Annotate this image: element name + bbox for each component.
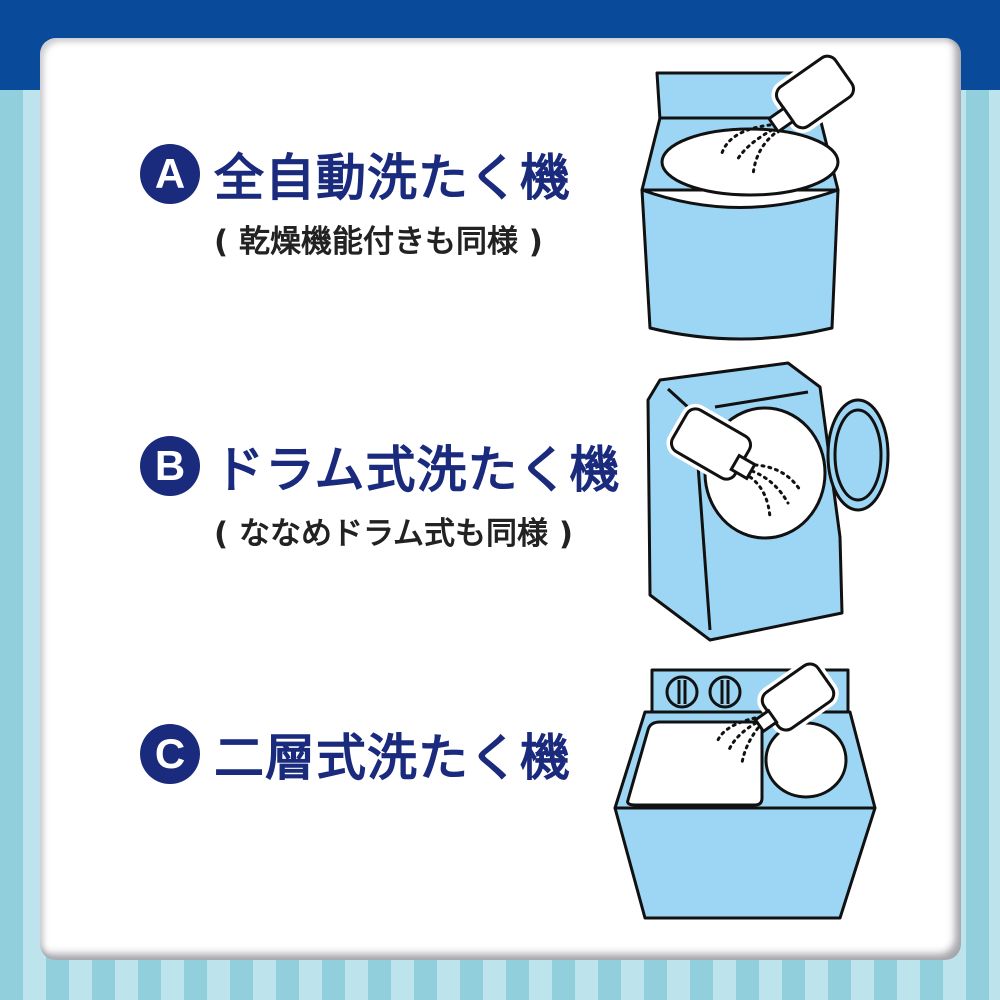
badge-a: A: [140, 144, 200, 204]
item-b: B ドラム式洗たく機 ( ななめドラム式も同様 ): [140, 430, 621, 553]
top-loading-washing-machine-icon: [640, 51, 859, 341]
drum-washing-machine-icon: [646, 361, 890, 642]
subtitle-a: ( 乾燥機能付きも同様 ): [214, 224, 543, 260]
subtitle-b: ( ななめドラム式も同様 ): [214, 516, 573, 552]
title-a: 全自動洗たく機: [214, 149, 571, 207]
badge-b: B: [140, 436, 200, 496]
item-c: C 二層式洗たく機: [140, 718, 571, 790]
twin-tub-washing-machine-icon: [613, 658, 877, 920]
item-a: A 全自動洗たく機 ( 乾燥機能付きも同様 ): [140, 138, 571, 261]
title-c: 二層式洗たく機: [214, 729, 571, 787]
title-b: ドラム式洗たく機: [214, 441, 621, 499]
badge-c: C: [140, 724, 200, 784]
